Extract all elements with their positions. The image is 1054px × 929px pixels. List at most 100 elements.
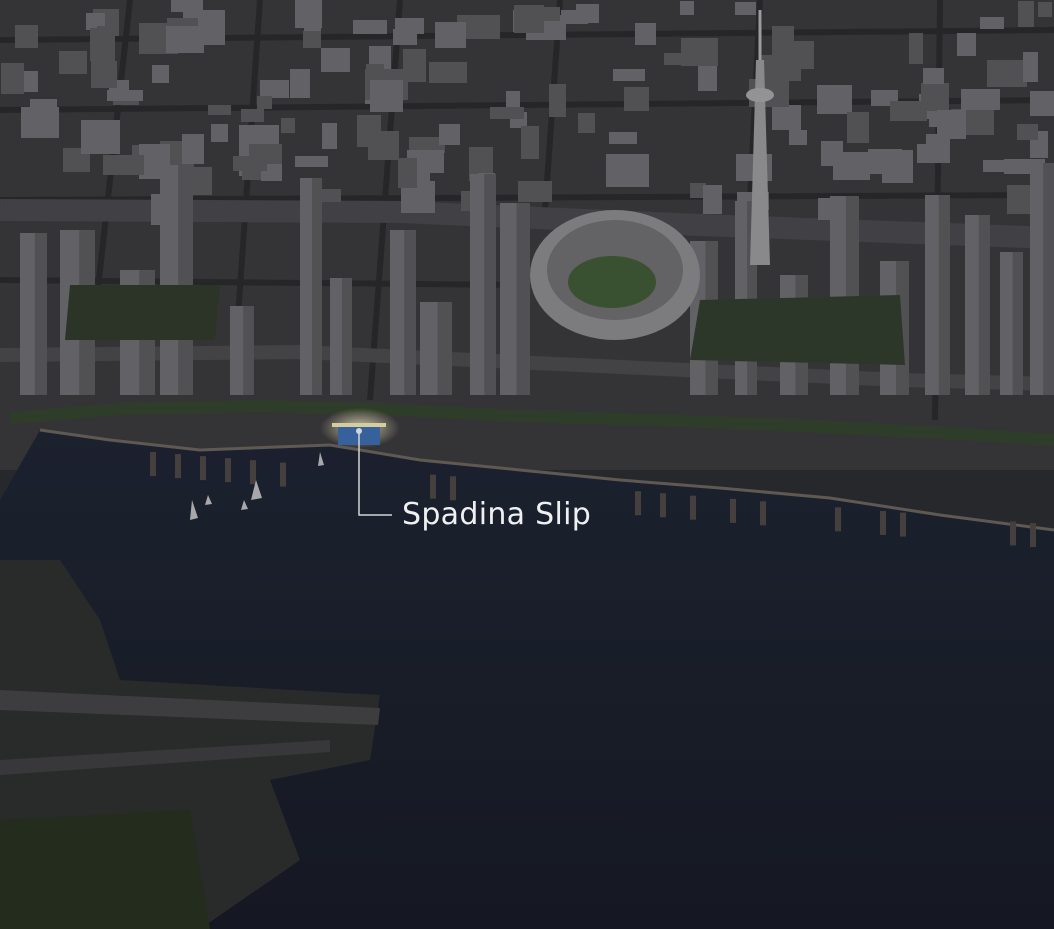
building bbox=[182, 134, 204, 164]
building bbox=[890, 101, 927, 121]
building bbox=[983, 160, 1009, 172]
pier bbox=[1010, 521, 1016, 546]
building bbox=[107, 90, 143, 101]
pier bbox=[150, 452, 156, 477]
building bbox=[403, 49, 426, 82]
pier bbox=[175, 454, 181, 479]
building bbox=[91, 61, 117, 88]
building bbox=[1, 63, 24, 94]
sailboats bbox=[190, 452, 324, 520]
building bbox=[370, 80, 403, 112]
building bbox=[393, 29, 417, 45]
pier bbox=[835, 507, 841, 532]
building bbox=[957, 33, 976, 56]
building bbox=[435, 22, 466, 48]
building bbox=[518, 181, 552, 202]
building bbox=[152, 65, 169, 83]
building bbox=[97, 26, 111, 55]
building bbox=[606, 154, 649, 187]
building bbox=[772, 26, 794, 55]
building bbox=[190, 167, 212, 195]
building bbox=[295, 0, 322, 28]
building bbox=[208, 105, 231, 115]
pier bbox=[1030, 523, 1036, 548]
pier bbox=[880, 510, 886, 535]
tower-building-shade bbox=[404, 230, 416, 395]
building bbox=[398, 158, 417, 188]
building bbox=[868, 149, 902, 174]
building bbox=[303, 31, 321, 48]
tower-building-shade bbox=[1043, 163, 1054, 395]
building bbox=[680, 1, 694, 15]
park-block bbox=[65, 285, 220, 340]
pier bbox=[200, 456, 206, 481]
pier bbox=[450, 476, 456, 501]
tower-building-shade bbox=[938, 195, 950, 395]
building bbox=[295, 156, 328, 167]
pier bbox=[280, 462, 286, 487]
pier bbox=[690, 495, 696, 520]
stadium bbox=[530, 210, 700, 340]
building bbox=[1017, 124, 1038, 140]
building bbox=[635, 23, 656, 45]
tower-building-shade bbox=[312, 178, 322, 395]
building bbox=[514, 5, 544, 33]
building bbox=[923, 68, 944, 84]
island-airport bbox=[0, 560, 380, 929]
shoreline bbox=[39, 428, 1054, 532]
tower-building-shade bbox=[342, 278, 352, 395]
building bbox=[429, 62, 467, 83]
tower-building-shade bbox=[516, 203, 530, 395]
waterfront-tree-line bbox=[10, 400, 1054, 446]
building bbox=[353, 20, 387, 34]
building bbox=[561, 10, 588, 24]
tower-building-shade bbox=[243, 306, 254, 395]
building bbox=[103, 155, 144, 175]
building bbox=[937, 110, 966, 139]
tower-building-shade bbox=[34, 233, 47, 395]
building bbox=[290, 69, 310, 98]
pier bbox=[225, 458, 231, 483]
tower-building-shade bbox=[978, 215, 990, 395]
building bbox=[321, 48, 350, 72]
building bbox=[1038, 2, 1052, 17]
building bbox=[961, 89, 1000, 110]
building bbox=[490, 107, 524, 119]
building bbox=[980, 17, 1004, 29]
pier bbox=[730, 498, 736, 523]
building bbox=[909, 33, 923, 64]
building bbox=[735, 2, 756, 15]
pier bbox=[250, 460, 256, 485]
building bbox=[609, 132, 637, 144]
pier bbox=[635, 491, 641, 516]
building bbox=[681, 38, 718, 66]
building bbox=[703, 185, 722, 214]
building bbox=[260, 80, 289, 98]
building bbox=[281, 118, 295, 133]
building bbox=[1023, 52, 1038, 82]
tower bbox=[746, 10, 774, 265]
building bbox=[789, 130, 807, 145]
building bbox=[690, 183, 706, 198]
building bbox=[772, 105, 801, 130]
building bbox=[521, 126, 539, 159]
spadina-slip-label: Spadina Slip bbox=[402, 497, 592, 532]
building bbox=[257, 96, 272, 109]
pier bbox=[760, 501, 766, 526]
pier bbox=[430, 474, 436, 499]
building bbox=[439, 124, 460, 145]
building bbox=[171, 0, 203, 12]
building bbox=[624, 87, 649, 111]
building bbox=[211, 124, 228, 142]
building bbox=[833, 152, 870, 180]
building bbox=[613, 69, 645, 81]
rail-corridor bbox=[0, 199, 1054, 249]
building bbox=[166, 26, 204, 53]
building bbox=[817, 85, 852, 114]
building bbox=[549, 84, 566, 117]
building bbox=[987, 60, 1027, 87]
pier bbox=[660, 493, 666, 518]
